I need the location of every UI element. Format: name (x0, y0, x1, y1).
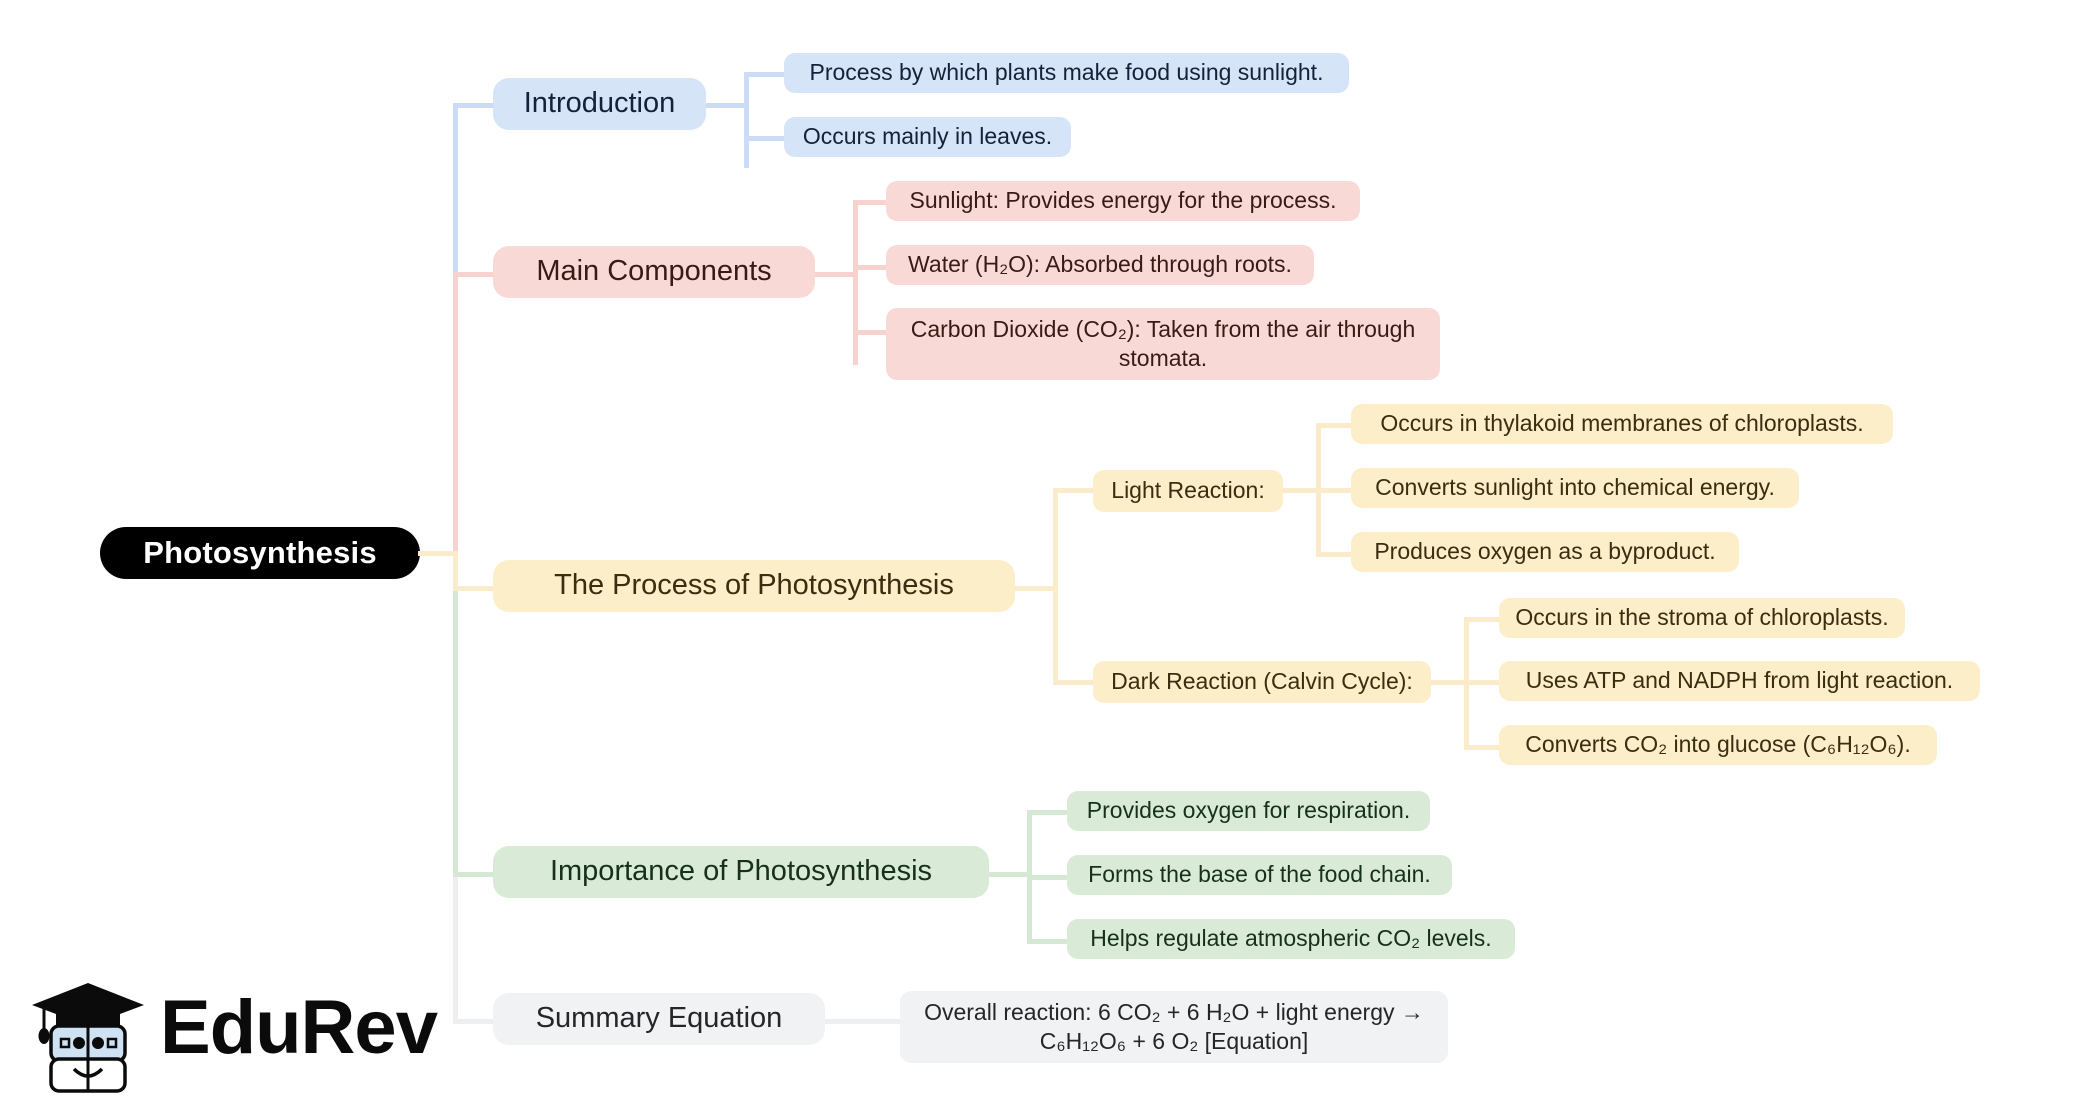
importance-child-stub-1 (1027, 810, 1067, 815)
leaf-label-light-3: Produces oxygen as a byproduct. (1374, 538, 1716, 565)
leaf-label-component-3: Carbon Dioxide (CO₂): Taken from the air… (910, 315, 1422, 371)
leaf-node-intro-1[interactable]: Process by which plants make food using … (784, 53, 1349, 93)
trunk-segment-summary (453, 872, 458, 1022)
leaf-label-component-1: Sunlight: Provides energy for the proces… (909, 187, 1337, 214)
leaf-node-component-2[interactable]: Water (H₂O): Absorbed through roots. (886, 245, 1314, 285)
leaf-node-intro-2[interactable]: Occurs mainly in leaves. (784, 117, 1071, 157)
leaf-label-component-2: Water (H₂O): Absorbed through roots. (908, 251, 1292, 278)
leaf-node-summary-equation[interactable]: Overall reaction: 6 CO₂ + 6 H₂O + light … (900, 991, 1448, 1063)
graduation-cap-icon (32, 982, 144, 1093)
branch-label-importance: Importance of Photosynthesis (549, 855, 933, 888)
dark-reaction-child-stub-3 (1464, 745, 1499, 750)
main-components-out-stub (815, 272, 855, 277)
leaf-node-dark-1[interactable]: Occurs in the stroma of chloroplasts. (1499, 598, 1905, 638)
importance-child-stub-3 (1027, 939, 1067, 944)
importance-out-stub (989, 872, 1029, 877)
branch-node-summary-equation[interactable]: Summary Equation (493, 993, 825, 1045)
edurev-logo: EduRev (22, 950, 442, 1105)
connector-to-importance (453, 872, 493, 877)
introduction-child-spine (744, 72, 749, 168)
light-reaction-child-stub-3 (1316, 552, 1351, 557)
stacked-books-face-icon (49, 1015, 127, 1093)
branch-label-introduction: Introduction (523, 87, 676, 120)
branch-label-main-components: Main Components (536, 255, 772, 288)
leaf-label-light-1: Occurs in thylakoid membranes of chlorop… (1380, 410, 1864, 437)
leaf-label-intro-2: Occurs mainly in leaves. (802, 123, 1053, 150)
light-reaction-child-stub-1 (1316, 423, 1351, 428)
dark-reaction-child-stub-2 (1464, 680, 1499, 685)
connector-to-summary (453, 1019, 493, 1024)
leaf-label-summary-equation: Overall reaction: 6 CO₂ + 6 H₂O + light … (924, 998, 1431, 1054)
importance-child-stub-2 (1027, 875, 1067, 880)
leaf-label-light-2: Converts sunlight into chemical energy. (1375, 474, 1775, 501)
the-process-out-stub (1015, 586, 1055, 591)
introduction-child-stub-1 (744, 72, 784, 77)
trunk-segment-importance (453, 586, 458, 876)
leaf-node-importance-3[interactable]: Helps regulate atmospheric CO₂ levels. (1067, 919, 1515, 959)
leaf-label-importance-1: Provides oxygen for respiration. (1086, 797, 1411, 824)
leaf-label-dark-2: Uses ATP and NADPH from light reaction. (1525, 667, 1954, 694)
leaf-node-component-1[interactable]: Sunlight: Provides energy for the proces… (886, 181, 1360, 221)
edurev-wordmark: EduRev (160, 985, 438, 1070)
branch-label-the-process: The Process of Photosynthesis (554, 569, 954, 602)
light-reaction-child-stub-2 (1316, 488, 1351, 493)
root-node-photosynthesis[interactable]: Photosynthesis (100, 527, 420, 579)
trunk-segment-main-components (453, 272, 458, 556)
trunk-segment-process (453, 551, 458, 591)
summary-out-stub (825, 1019, 900, 1024)
leaf-label-dark-1: Occurs in the stroma of chloroplasts. (1515, 604, 1889, 631)
branch-node-the-process[interactable]: The Process of Photosynthesis (493, 560, 1015, 612)
the-process-child-spine (1053, 488, 1058, 684)
connector-to-main-components (453, 272, 493, 277)
main-components-child-spine (853, 200, 858, 365)
the-process-child-stub-dark (1053, 680, 1093, 685)
main-components-child-stub-1 (853, 200, 886, 205)
branch-node-introduction[interactable]: Introduction (493, 78, 706, 130)
main-components-child-stub-3 (853, 330, 886, 335)
subbranch-label-dark-reaction: Dark Reaction (Calvin Cycle): (1111, 668, 1413, 695)
trunk-segment-introduction (453, 103, 458, 275)
leaf-node-light-3[interactable]: Produces oxygen as a byproduct. (1351, 532, 1739, 572)
branch-node-importance[interactable]: Importance of Photosynthesis (493, 846, 989, 898)
root-node-label: Photosynthesis (143, 535, 377, 571)
leaf-label-importance-3: Helps regulate atmospheric CO₂ levels. (1090, 925, 1492, 952)
leaf-label-importance-2: Forms the base of the food chain. (1088, 861, 1431, 888)
main-components-child-stub-2 (853, 265, 886, 270)
subbranch-node-dark-reaction[interactable]: Dark Reaction (Calvin Cycle): (1093, 661, 1431, 703)
subbranch-node-light-reaction[interactable]: Light Reaction: (1093, 470, 1283, 512)
dark-reaction-child-stub-1 (1464, 617, 1499, 622)
leaf-label-dark-3: Converts CO₂ into glucose (C₆H₁₂O₆). (1525, 731, 1911, 758)
leaf-node-light-1[interactable]: Occurs in thylakoid membranes of chlorop… (1351, 404, 1893, 444)
leaf-node-importance-2[interactable]: Forms the base of the food chain. (1067, 855, 1452, 895)
the-process-child-stub-light (1053, 488, 1093, 493)
subbranch-label-light-reaction: Light Reaction: (1111, 477, 1265, 504)
leaf-node-dark-2[interactable]: Uses ATP and NADPH from light reaction. (1499, 661, 1980, 701)
connector-to-process (453, 586, 493, 591)
leaf-node-component-3[interactable]: Carbon Dioxide (CO₂): Taken from the air… (886, 308, 1440, 380)
leaf-node-importance-1[interactable]: Provides oxygen for respiration. (1067, 791, 1430, 831)
root-to-trunk-connector (418, 551, 458, 556)
connector-to-introduction (453, 103, 493, 108)
dark-reaction-out-stub (1431, 680, 1466, 685)
introduction-child-stub-2 (744, 136, 784, 141)
light-reaction-out-stub (1283, 488, 1318, 493)
leaf-node-dark-3[interactable]: Converts CO₂ into glucose (C₆H₁₂O₆). (1499, 725, 1937, 765)
leaf-node-light-2[interactable]: Converts sunlight into chemical energy. (1351, 468, 1799, 508)
branch-node-main-components[interactable]: Main Components (493, 246, 815, 298)
leaf-label-intro-1: Process by which plants make food using … (809, 59, 1324, 86)
introduction-out-stub (706, 103, 746, 108)
branch-label-summary-equation: Summary Equation (535, 1002, 783, 1035)
